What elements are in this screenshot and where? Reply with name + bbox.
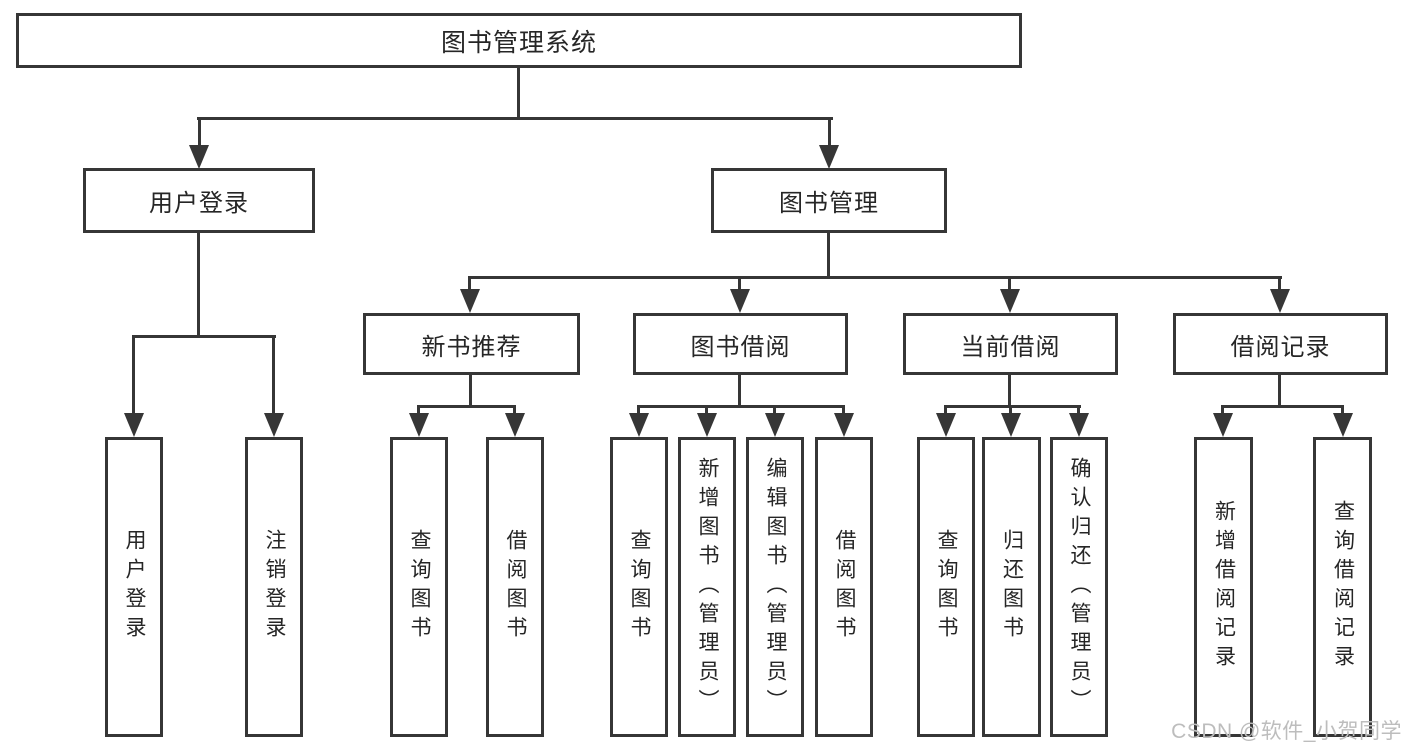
leaf-label: 查询图书 bbox=[408, 529, 432, 645]
connector-line bbox=[469, 375, 472, 406]
arrow-down-icon bbox=[834, 413, 854, 437]
connector-line bbox=[1341, 405, 1344, 417]
arrow-down-icon bbox=[264, 413, 284, 437]
leaf-label: 查询图书 bbox=[935, 529, 959, 645]
arrow-down-icon bbox=[189, 145, 209, 169]
connector-line bbox=[1009, 405, 1012, 417]
leaf-add-borrow-record: 新增借阅记录 bbox=[1194, 437, 1253, 737]
connector-line bbox=[773, 405, 776, 417]
connector-line bbox=[1222, 405, 1344, 408]
leaf-label: 查询借阅记录 bbox=[1331, 500, 1355, 674]
connector-line bbox=[469, 276, 1282, 279]
connector-line bbox=[638, 405, 845, 408]
connector-line bbox=[1221, 405, 1224, 417]
arrow-down-icon bbox=[1000, 289, 1020, 313]
node-borrowing-records: 借阅记录 bbox=[1173, 313, 1388, 375]
csdn-watermark: CSDN @软件_小贺同学 bbox=[1171, 720, 1402, 743]
leaf-label: 借阅图书 bbox=[504, 529, 528, 645]
leaf-label: 新增图书（管理员） bbox=[696, 456, 720, 718]
node-user-login: 用户登录 bbox=[83, 168, 315, 233]
connector-line bbox=[842, 405, 845, 417]
connector-line bbox=[1278, 276, 1281, 292]
node-book-management: 图书管理 bbox=[711, 168, 947, 233]
leaf-logout: 注销登录 bbox=[245, 437, 303, 737]
node-current-borrowing: 当前借阅 bbox=[903, 313, 1118, 375]
leaf-confirm-return-admin: 确认归还（管理员） bbox=[1050, 437, 1108, 737]
leaf-borrow-books-recommend: 借阅图书 bbox=[486, 437, 544, 737]
leaf-return-books: 归还图书 bbox=[982, 437, 1041, 737]
connector-line bbox=[513, 405, 516, 417]
connector-line bbox=[705, 405, 708, 417]
leaf-label: 用户登录 bbox=[123, 529, 147, 645]
connector-line bbox=[1008, 276, 1011, 292]
arrow-down-icon bbox=[1270, 289, 1290, 313]
leaf-label: 归还图书 bbox=[1000, 529, 1024, 645]
arrow-down-icon bbox=[460, 289, 480, 313]
connector-line bbox=[738, 375, 741, 406]
arrow-down-icon bbox=[936, 413, 956, 437]
connector-line bbox=[133, 335, 276, 338]
node-root-library-management-system: 图书管理系统 bbox=[16, 13, 1022, 68]
node-book-borrowing: 图书借阅 bbox=[633, 313, 848, 375]
connector-line bbox=[468, 276, 471, 292]
leaf-user-login: 用户登录 bbox=[105, 437, 163, 737]
connector-line bbox=[197, 117, 833, 120]
arrow-down-icon bbox=[1213, 413, 1233, 437]
arrow-down-icon bbox=[765, 413, 785, 437]
leaf-query-books-current: 查询图书 bbox=[917, 437, 975, 737]
arrow-down-icon bbox=[629, 413, 649, 437]
connector-line bbox=[1278, 375, 1281, 406]
leaf-label: 注销登录 bbox=[263, 529, 287, 645]
connector-line bbox=[517, 68, 520, 118]
leaf-add-book-admin: 新增图书（管理员） bbox=[678, 437, 736, 737]
leaf-edit-book-admin: 编辑图书（管理员） bbox=[746, 437, 804, 737]
connector-line bbox=[417, 405, 420, 417]
connector-line bbox=[418, 405, 516, 408]
arrow-down-icon bbox=[1069, 413, 1089, 437]
connector-line bbox=[1077, 405, 1080, 417]
connector-line bbox=[944, 405, 947, 417]
leaf-label: 确认归还（管理员） bbox=[1068, 456, 1092, 718]
connector-line bbox=[198, 117, 201, 147]
leaf-query-books-borrow: 查询图书 bbox=[610, 437, 668, 737]
arrow-down-icon bbox=[409, 413, 429, 437]
leaf-query-borrow-record: 查询借阅记录 bbox=[1313, 437, 1372, 737]
leaf-borrow-books: 借阅图书 bbox=[815, 437, 873, 737]
connector-line bbox=[197, 232, 200, 335]
node-new-book-recommendation: 新书推荐 bbox=[363, 313, 580, 375]
connector-line bbox=[945, 405, 1081, 408]
arrow-down-icon bbox=[1333, 413, 1353, 437]
connector-line bbox=[827, 232, 830, 276]
arrow-down-icon bbox=[124, 413, 144, 437]
arrow-down-icon bbox=[1001, 413, 1021, 437]
arrow-down-icon bbox=[730, 289, 750, 313]
arrow-down-icon bbox=[697, 413, 717, 437]
leaf-query-books-recommend: 查询图书 bbox=[390, 437, 448, 737]
arrow-down-icon bbox=[505, 413, 525, 437]
connector-line bbox=[828, 117, 831, 147]
connector-line bbox=[272, 335, 275, 415]
leaf-label: 新增借阅记录 bbox=[1212, 500, 1236, 674]
arrow-down-icon bbox=[819, 145, 839, 169]
connector-line bbox=[738, 276, 741, 292]
connector-line bbox=[132, 335, 135, 415]
connector-line bbox=[1008, 375, 1011, 406]
leaf-label: 编辑图书（管理员） bbox=[764, 456, 788, 718]
leaf-label: 借阅图书 bbox=[833, 529, 857, 645]
leaf-label: 查询图书 bbox=[628, 529, 652, 645]
connector-line bbox=[637, 405, 640, 417]
